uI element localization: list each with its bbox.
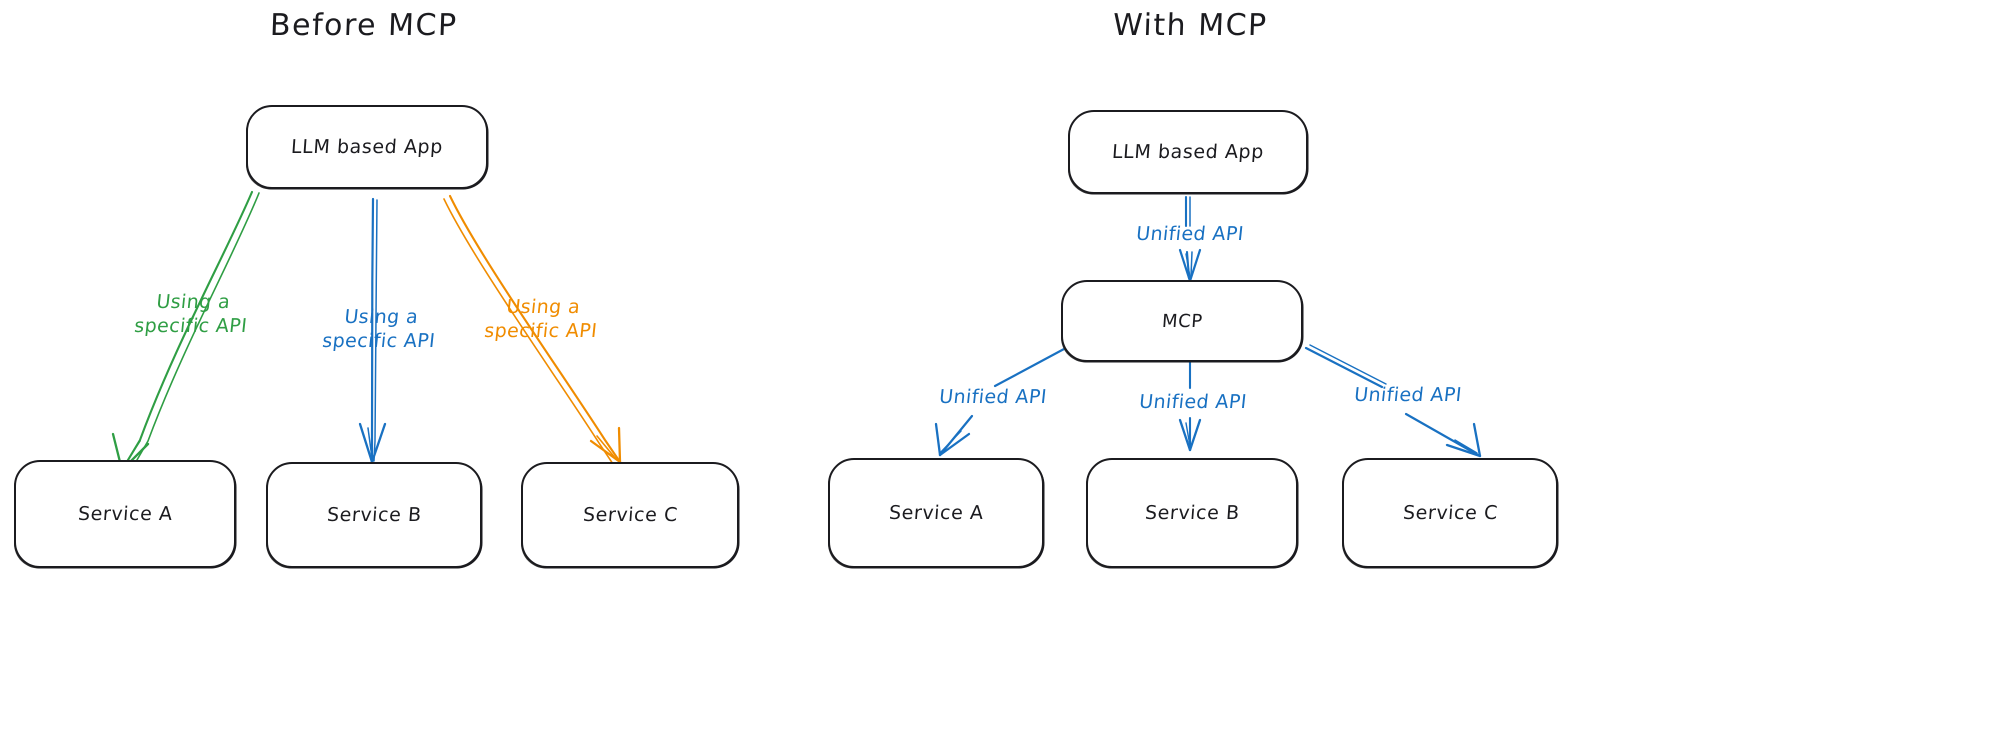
node-before-service-a[interactable]: Service A (14, 460, 236, 568)
edge-label-with-mcp-to-service-a: Unified API (938, 386, 1048, 408)
edge-label-with-mcp-to-service-b: Unified API (1138, 391, 1248, 413)
node-label: Service C (581, 504, 679, 526)
node-with-llm-based-app[interactable]: LLM based App (1068, 110, 1308, 194)
node-with-mcp[interactable]: MCP (1061, 280, 1303, 362)
node-label: Service B (1143, 502, 1241, 524)
node-label: LLM based App (1111, 141, 1265, 163)
node-with-service-c[interactable]: Service C (1342, 458, 1558, 568)
node-before-llm-based-app[interactable]: LLM based App (246, 105, 488, 189)
node-before-service-b[interactable]: Service B (266, 462, 482, 568)
panel-title-before: Before MCP (269, 8, 459, 43)
edge-label-before-service-b: Using a specific API (321, 306, 437, 353)
node-with-service-a[interactable]: Service A (828, 458, 1044, 568)
node-label: Service A (887, 502, 985, 524)
edge-label-with-mcp-to-service-c: Unified API (1353, 384, 1463, 406)
node-label: Service B (325, 504, 423, 526)
panel-title-with: With MCP (1112, 8, 1269, 43)
node-before-service-c[interactable]: Service C (521, 462, 739, 568)
edge-label-before-service-a: Using a specific API (133, 291, 249, 338)
edge-label-with-llm-to-mcp: Unified API (1135, 223, 1245, 245)
node-label: Service A (76, 503, 174, 525)
node-label: Service C (1401, 502, 1499, 524)
node-with-service-b[interactable]: Service B (1086, 458, 1298, 568)
node-label: MCP (1160, 310, 1204, 332)
edge-label-before-service-c: Using a specific API (483, 296, 599, 343)
node-label: LLM based App (290, 136, 444, 158)
